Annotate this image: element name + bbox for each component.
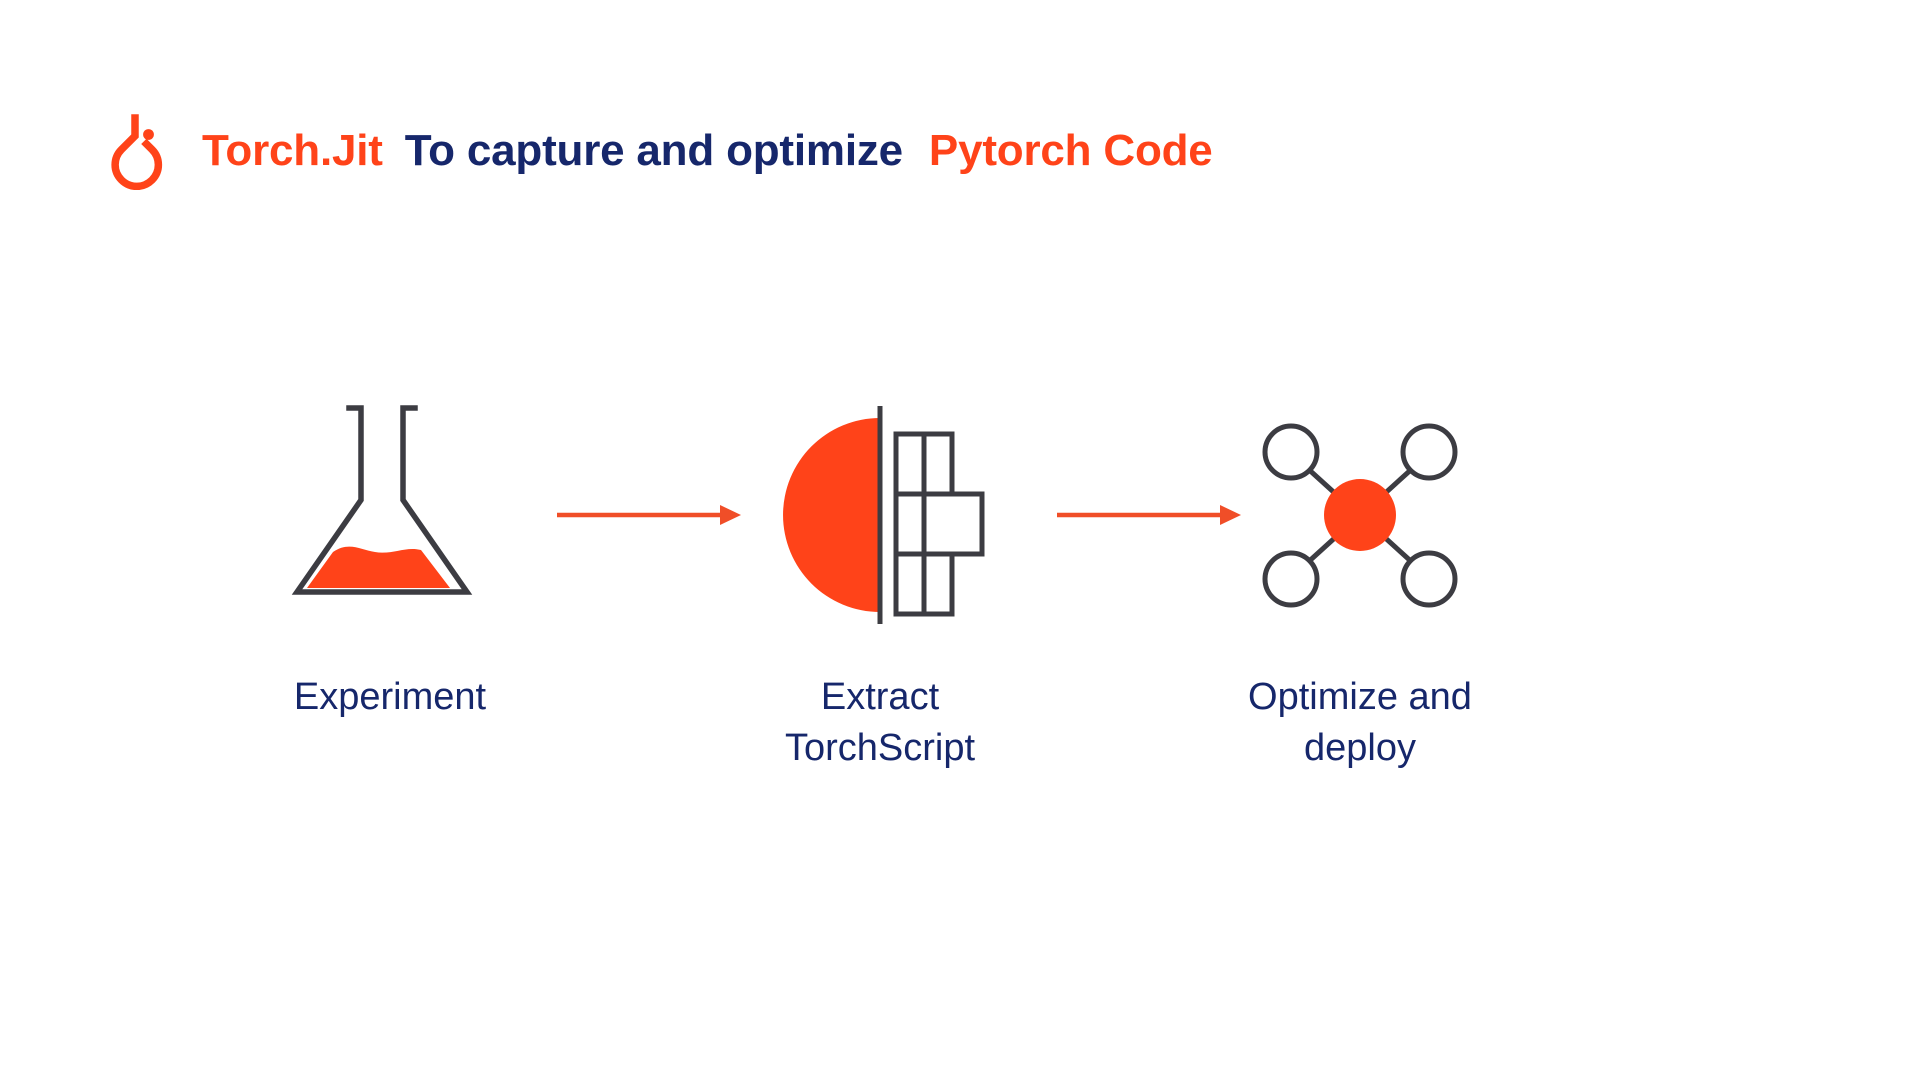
arrow-right-svg xyxy=(557,505,741,525)
halfdisc-grid-icon xyxy=(765,390,995,640)
flow-step-optimize-deploy: Optimize and deploy xyxy=(1180,390,1540,775)
title-segment-torchjit: Torch.Jit xyxy=(202,126,383,175)
title-segment-description: To capture and optimize xyxy=(404,126,903,175)
flow-step-extract-torchscript: Extract TorchScript xyxy=(700,390,1060,775)
header: Torch.Jit To capture and optimize Pytorc… xyxy=(98,112,1213,190)
flow-diagram: Experiment xyxy=(0,390,1920,850)
flow-step-label: Experiment xyxy=(293,676,487,718)
arrow-right-svg xyxy=(1057,505,1241,525)
title-segment-pytorch-code: Pytorch Code xyxy=(928,126,1213,175)
flow-step-experiment: Experiment xyxy=(210,390,570,723)
arrow-right-icon xyxy=(1055,495,1245,535)
arrow-right-icon xyxy=(555,495,745,535)
pytorch-flame-logo-icon xyxy=(98,112,172,190)
network-nodes-svg xyxy=(1262,423,1458,607)
flow-step-label: Optimize and deploy xyxy=(1248,676,1472,770)
pytorch-flame-logo-svg xyxy=(111,114,163,190)
header-title: Torch.Jit To capture and optimize Pytorc… xyxy=(202,129,1213,173)
flask-icon xyxy=(275,390,505,640)
flask-icon-svg xyxy=(291,405,473,595)
halfdisc-grid-svg xyxy=(783,406,985,624)
flow-step-label: Extract TorchScript xyxy=(784,676,976,770)
network-nodes-icon xyxy=(1245,390,1475,640)
